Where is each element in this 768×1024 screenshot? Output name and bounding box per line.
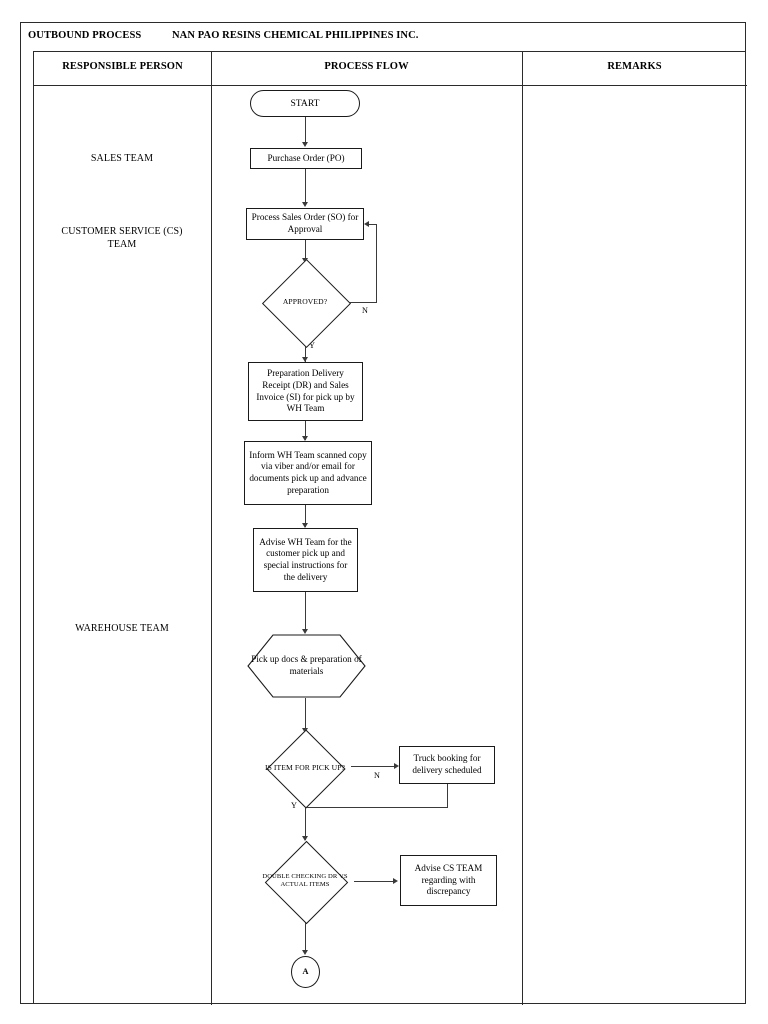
arrow-approved-no-to-so bbox=[364, 220, 369, 227]
arrow-doublecheck-to-connector bbox=[301, 950, 308, 955]
line-approved-no-right bbox=[350, 302, 377, 303]
column-divider-2 bbox=[522, 52, 523, 1005]
line-advise-to-pickup-docs bbox=[305, 592, 306, 632]
flow-node-double-checking-label: DOUBLE CHECKING DR VS ACTUAL ITEMS bbox=[262, 872, 348, 888]
arrow-inform-to-advise bbox=[301, 523, 308, 528]
arrow-advise-to-pickup-docs bbox=[301, 629, 308, 634]
line-approved-yes bbox=[305, 344, 306, 362]
column-header-responsible-person: RESPONSIBLE PERSON bbox=[62, 61, 183, 72]
branch-label-pickup-no: N bbox=[374, 771, 381, 780]
role-label-sales-team: SALES TEAM bbox=[90, 153, 154, 164]
line-start-to-po bbox=[305, 117, 306, 143]
line-doublecheck-to-advise-cs bbox=[354, 881, 396, 882]
flow-node-advise-cs-team[interactable]: Advise CS TEAM regarding with discrepanc… bbox=[400, 855, 497, 906]
flow-node-advise-cs-team-label: Advise CS TEAM regarding with discrepanc… bbox=[414, 863, 483, 897]
line-so-to-approved bbox=[305, 240, 306, 260]
flow-node-preparation-dr-si-label: Preparation Delivery Receipt (DR) and Sa… bbox=[256, 368, 355, 414]
column-header-process-flow: PROCESS FLOW bbox=[324, 61, 409, 72]
column-divider-1 bbox=[211, 52, 212, 1005]
branch-label-approved-no: N bbox=[362, 306, 369, 315]
arrow-pickup-yes-to-doublecheck bbox=[301, 836, 308, 841]
line-doublecheck-to-connector bbox=[305, 921, 306, 953]
line-approved-no-into-so bbox=[369, 224, 377, 225]
role-label-customer-service-team: CUSTOMER SERVICE (CS) TEAM bbox=[61, 226, 183, 250]
line-approved-no-up bbox=[376, 224, 377, 303]
role-label-warehouse-team: WAREHOUSE TEAM bbox=[75, 623, 169, 634]
arrow-start-to-po bbox=[301, 142, 308, 147]
line-truck-rejoin bbox=[305, 807, 448, 808]
line-inform-to-advise bbox=[305, 505, 306, 527]
flow-node-inform-wh-team[interactable]: Inform WH Team scanned copy via viber an… bbox=[244, 441, 372, 505]
arrow-approved-yes bbox=[301, 357, 308, 362]
flow-node-approved-decision[interactable]: APPROVED? bbox=[260, 258, 351, 348]
line-pickupdocs-to-decision bbox=[305, 698, 306, 730]
flow-node-is-item-for-pickup-label: IS ITEM FOR PICK UP? bbox=[264, 763, 346, 773]
flow-node-start[interactable]: START bbox=[250, 90, 360, 117]
header-row-divider bbox=[34, 85, 747, 86]
flow-node-is-item-for-pickup-decision[interactable]: IS ITEM FOR PICK UP? bbox=[258, 729, 352, 809]
flow-node-advise-wh-team[interactable]: Advise WH Team for the customer pick up … bbox=[253, 528, 358, 592]
branch-label-pickup-yes: Y bbox=[291, 801, 298, 810]
arrow-po-to-so bbox=[301, 202, 308, 207]
flow-node-pick-up-docs[interactable]: Pick up docs & preparation of materials bbox=[247, 634, 366, 698]
flow-node-truck-booking[interactable]: Truck booking for delivery scheduled bbox=[399, 746, 495, 784]
line-po-to-so bbox=[305, 169, 306, 203]
flow-node-advise-wh-team-label: Advise WH Team for the customer pick up … bbox=[259, 536, 352, 582]
document-title: OUTBOUND PROCESS bbox=[28, 30, 142, 41]
title-row: OUTBOUND PROCESS NAN PAO RESINS CHEMICAL… bbox=[20, 22, 746, 51]
flow-node-inform-wh-team-label: Inform WH Team scanned copy via viber an… bbox=[249, 449, 367, 495]
flow-node-purchase-order[interactable]: Purchase Order (PO) bbox=[250, 148, 362, 169]
flow-node-process-sales-order[interactable]: Process Sales Order (SO) for Approval bbox=[246, 208, 364, 240]
flow-node-pick-up-docs-label: Pick up docs & preparation of materials bbox=[251, 654, 362, 676]
company-name: NAN PAO RESINS CHEMICAL PHILIPPINES INC. bbox=[172, 30, 419, 41]
flow-node-purchase-order-label: Purchase Order (PO) bbox=[267, 152, 345, 163]
flow-node-start-label: START bbox=[290, 97, 320, 109]
line-pickup-yes bbox=[305, 804, 306, 840]
hexagon-shape bbox=[247, 634, 366, 698]
flow-node-preparation-dr-si[interactable]: Preparation Delivery Receipt (DR) and Sa… bbox=[248, 362, 363, 421]
process-table: RESPONSIBLE PERSON PROCESS FLOW REMARKS bbox=[33, 51, 747, 1005]
flow-node-approved-decision-label: APPROVED? bbox=[282, 297, 328, 307]
column-header-remarks: REMARKS bbox=[607, 61, 662, 72]
arrow-pickup-no-to-truck bbox=[394, 762, 399, 769]
flow-node-truck-booking-label: Truck booking for delivery scheduled bbox=[412, 753, 482, 775]
line-prep-to-inform bbox=[305, 421, 306, 440]
line-truck-down bbox=[447, 784, 448, 808]
branch-label-approved-yes: Y bbox=[309, 341, 316, 350]
arrow-doublecheck-to-advise-cs bbox=[393, 877, 398, 884]
flow-node-double-checking-decision[interactable]: DOUBLE CHECKING DR VS ACTUAL ITEMS bbox=[256, 840, 354, 924]
flow-node-connector-a[interactable]: A bbox=[291, 956, 320, 988]
arrow-prep-to-inform bbox=[301, 436, 308, 441]
flow-node-connector-a-label: A bbox=[302, 966, 309, 977]
flow-node-process-sales-order-label: Process Sales Order (SO) for Approval bbox=[251, 212, 359, 234]
document-frame bbox=[20, 22, 746, 1004]
line-pickup-no-to-truck bbox=[351, 766, 397, 767]
